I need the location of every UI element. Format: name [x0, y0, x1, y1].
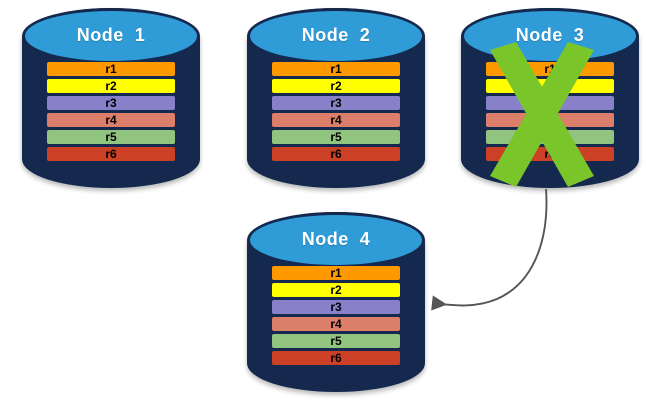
- node-2-row-r3[interactable]: r3: [271, 96, 401, 110]
- node-2-label: Node 2: [301, 25, 371, 46]
- node-4-label: Node 4: [301, 229, 371, 250]
- node-3-row-r3[interactable]: r3: [485, 96, 615, 110]
- node-2-row-r5[interactable]: r5: [271, 130, 401, 144]
- node-2-row-r2[interactable]: r2: [271, 79, 401, 93]
- node-1-row-r5[interactable]: r5: [46, 130, 176, 144]
- node-1-cylinder-top: [22, 8, 200, 64]
- node-3-label: Node 3: [515, 25, 585, 46]
- node-3-row-r1[interactable]: r1: [485, 62, 615, 76]
- node-4-row-r6[interactable]: r6: [271, 351, 401, 365]
- node-2-row-r1[interactable]: r1: [271, 62, 401, 76]
- node-4-row-r5[interactable]: r5: [271, 334, 401, 348]
- node-2-row-r4[interactable]: r4: [271, 113, 401, 127]
- node-3-row-r2[interactable]: r2: [485, 79, 615, 93]
- node-2-cylinder-top: [247, 8, 425, 64]
- node-4-cylinder-top: [247, 212, 425, 268]
- node-3-row-r5[interactable]: r5: [485, 130, 615, 144]
- node-3[interactable]: Node 3 r1 r2 r3 r4 r5 r6: [461, 8, 639, 188]
- node-2-rows: r1 r2 r3 r4 r5 r6: [271, 62, 401, 161]
- node-2[interactable]: Node 2 r1 r2 r3 r4 r5 r6: [247, 8, 425, 188]
- node-2-row-r6[interactable]: r6: [271, 147, 401, 161]
- node-4-row-r4[interactable]: r4: [271, 317, 401, 331]
- node-1-label: Node 1: [76, 25, 146, 46]
- node-1-row-r2[interactable]: r2: [46, 79, 176, 93]
- node-1-row-r3[interactable]: r3: [46, 96, 176, 110]
- node-1-row-r6[interactable]: r6: [46, 147, 176, 161]
- node-4[interactable]: Node 4 r1 r2 r3 r4 r5 r6: [247, 212, 425, 392]
- node-1[interactable]: Node 1 r1 r2 r3 r4 r5 r6: [22, 8, 200, 188]
- node-4-row-r3[interactable]: r3: [271, 300, 401, 314]
- node-1-rows: r1 r2 r3 r4 r5 r6: [46, 62, 176, 161]
- node-4-rows: r1 r2 r3 r4 r5 r6: [271, 266, 401, 365]
- node-1-row-r4[interactable]: r4: [46, 113, 176, 127]
- node-3-row-r6[interactable]: r6: [485, 147, 615, 161]
- failover-arrow: [431, 188, 548, 311]
- node-4-row-r1[interactable]: r1: [271, 266, 401, 280]
- node-1-row-r1[interactable]: r1: [46, 62, 176, 76]
- node-4-row-r2[interactable]: r2: [271, 283, 401, 297]
- node-3-row-r4[interactable]: r4: [485, 113, 615, 127]
- node-3-rows: r1 r2 r3 r4 r5 r6: [485, 62, 615, 161]
